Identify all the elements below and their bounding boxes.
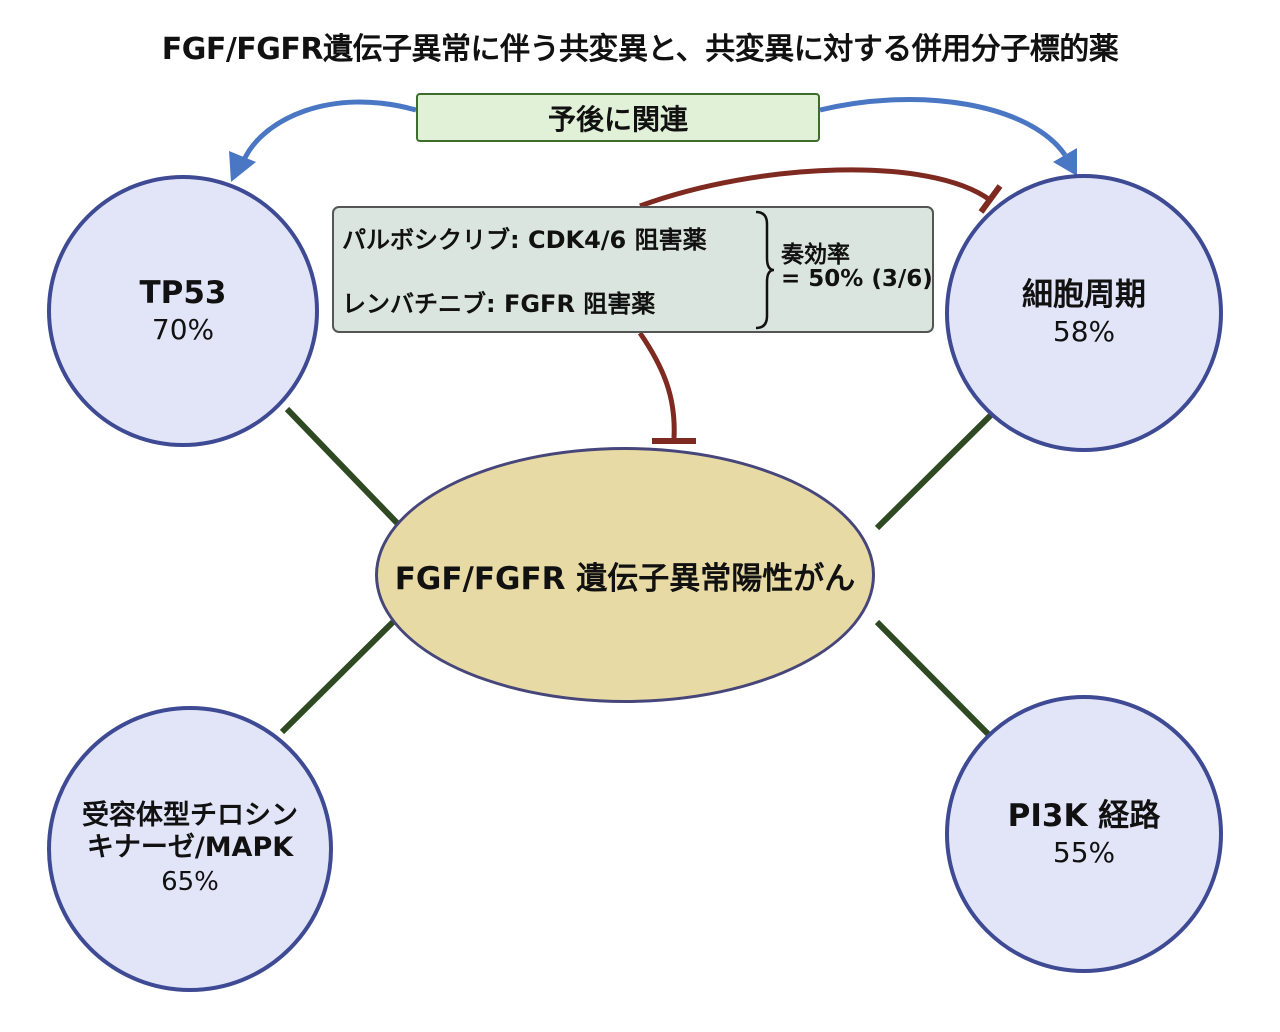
prognosis-arrow-left — [241, 99, 417, 162]
center-node-label: FGF/FGFR 遺伝子異常陽性がん — [394, 560, 856, 597]
node-cell-cycle-name: 細胞周期 — [1022, 276, 1146, 313]
node-pi3k-name: PI3K 経路 — [1007, 797, 1161, 834]
node-rtk-mapk: 受容体型チロシン キナーゼ/MAPK 65% — [47, 706, 333, 992]
node-rtk-mapk-percent: 65% — [161, 866, 219, 897]
diagram-title: FGF/FGFR遺伝子異常に伴う共変異と、共変異に対する併用分子標的薬 — [161, 32, 1119, 67]
connector-pi3k — [874, 619, 999, 745]
connector-tp53 — [284, 406, 402, 528]
node-tp53: TP53 70% — [47, 175, 319, 447]
connector-cell-cycle — [874, 410, 996, 531]
node-cell-cycle: 細胞周期 58% — [945, 174, 1223, 452]
combination-drug-box: パルボシクリブ: CDK4/6 阻害薬 レンバチニブ: FGFR 阻害薬 奏効率… — [332, 206, 934, 333]
node-rtk-mapk-name-line1: 受容体型チロシン — [82, 800, 298, 832]
inhibition-arc-center — [637, 331, 677, 439]
response-rate-value: = 50% (3/6) — [781, 266, 933, 292]
prognosis-label: 予後に関連 — [547, 102, 688, 136]
node-tp53-name: TP53 — [139, 274, 227, 311]
node-pi3k: PI3K 経路 55% — [945, 695, 1223, 973]
inhibition-arc-cell-cycle — [639, 167, 992, 209]
curly-brace — [755, 210, 775, 330]
center-node-fgfr-cancer: FGF/FGFR 遺伝子異常陽性がん — [375, 447, 875, 703]
inhibition-bar-cell-cycle — [978, 184, 1003, 214]
node-rtk-mapk-name-line2: キナーゼ/MAPK — [86, 832, 294, 864]
node-tp53-percent: 70% — [151, 313, 215, 347]
node-pi3k-percent: 55% — [1052, 836, 1116, 870]
drug-palbociclib: パルボシクリブ: CDK4/6 阻害薬 — [342, 226, 707, 254]
response-rate-label: 奏効率 — [781, 242, 850, 268]
prognosis-arrowhead-left — [229, 151, 256, 182]
prognosis-arrow-right — [819, 96, 1068, 157]
prognosis-label-box: 予後に関連 — [416, 93, 820, 142]
prognosis-arrowhead-right — [1053, 148, 1077, 176]
connector-rtk-mapk — [279, 619, 396, 735]
node-cell-cycle-percent: 58% — [1052, 315, 1116, 349]
drug-lenvatinib: レンバチニブ: FGFR 阻害薬 — [342, 290, 656, 318]
